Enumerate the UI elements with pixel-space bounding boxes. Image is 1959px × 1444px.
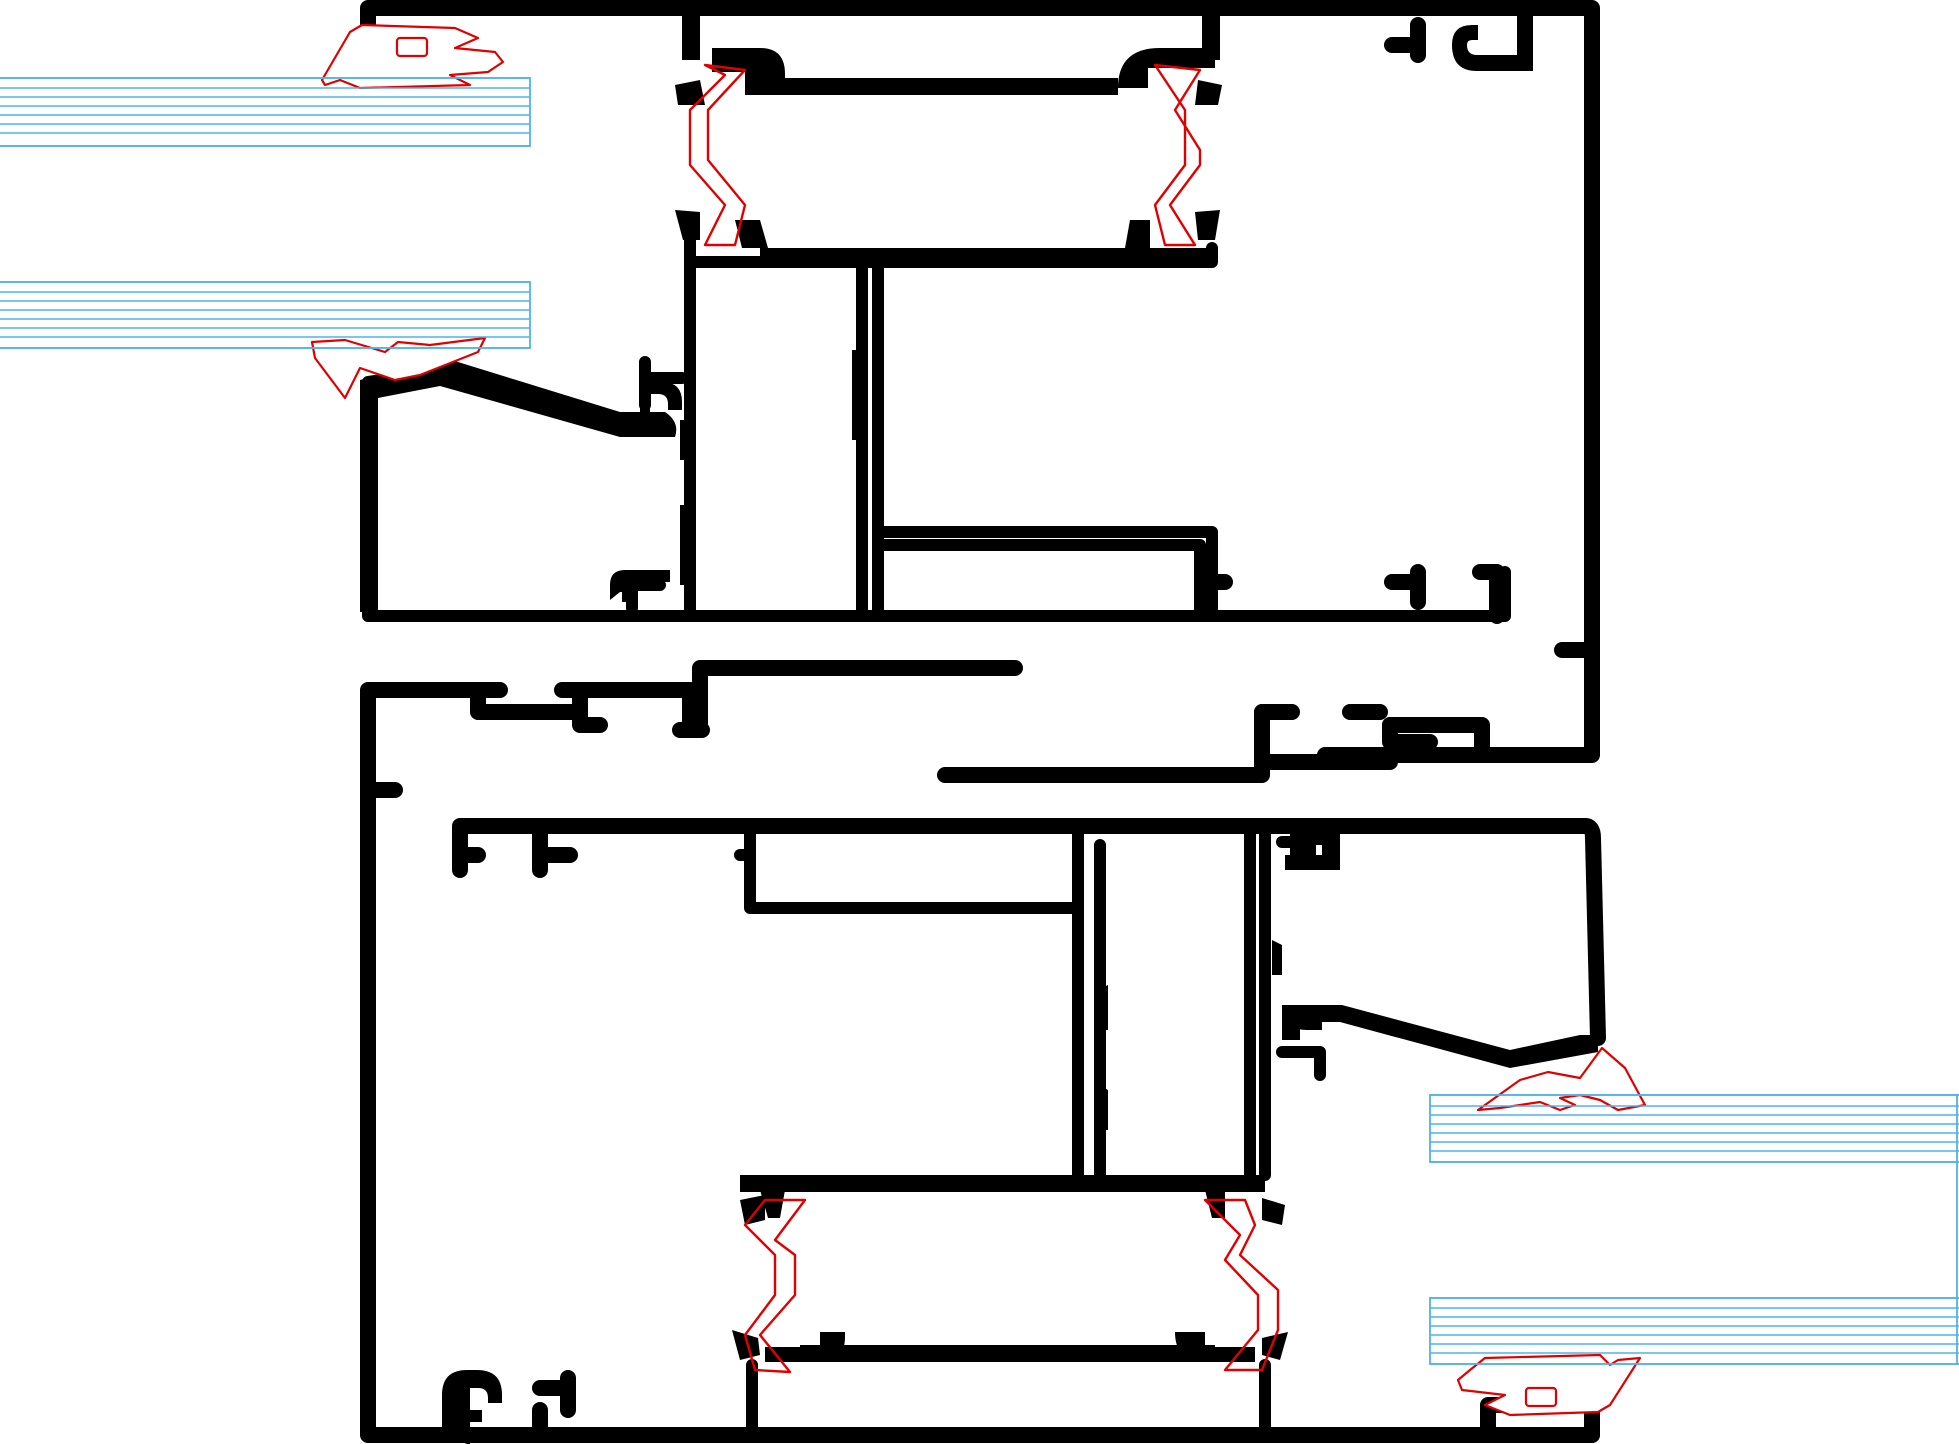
lower-chamber-bump-right	[1175, 1332, 1255, 1362]
upper-outer-frame	[360, 0, 1600, 763]
upper-sash-nose	[360, 358, 677, 612]
upper-glass-pane-outer	[0, 77, 531, 147]
upper-sash-bottom-hook	[626, 579, 666, 614]
upper-sash-bottom-clip	[610, 570, 670, 602]
upper-sash-notch-1	[852, 350, 862, 440]
upper-glass-unit	[0, 77, 531, 349]
lower-tooth-right-1	[1262, 1198, 1285, 1225]
upper-glass-pane-inner	[0, 281, 531, 349]
lower-sash-hook	[1282, 1005, 1322, 1030]
upper-chamber-bump-right	[1118, 48, 1215, 88]
middle-upper-bar	[692, 660, 1023, 738]
upper-sash-inner-chamber	[684, 242, 1218, 622]
lower-chamber-bottom	[800, 1345, 1215, 1362]
lower-top-inner-box	[734, 828, 1084, 914]
upper-sash-notch-2	[680, 420, 690, 460]
lower-glass-pane-outer	[1429, 1094, 1959, 1163]
lower-tooth-center-left	[760, 1190, 785, 1218]
upper-web-left-top	[682, 15, 700, 60]
lower-thermal-break-right	[1203, 1198, 1280, 1372]
lower-tooth-left-1	[740, 1195, 765, 1225]
upper-thermal-break-right	[1153, 63, 1202, 247]
lower-profile-assembly	[360, 782, 1606, 1444]
lower-bottom-left-clip	[532, 1370, 576, 1443]
lower-sash-top-rail	[452, 818, 1593, 878]
upper-top-right-clip	[1384, 17, 1426, 63]
lower-tooth-center-right	[1205, 1190, 1225, 1218]
lower-column-notch-1	[1098, 985, 1108, 1030]
lower-sash-top-left-clip	[452, 827, 578, 878]
lower-glass-unit	[1429, 1094, 1959, 1365]
upper-sash-hook-stem	[639, 356, 688, 411]
upper-corner-hook	[1452, 5, 1533, 71]
upper-web-right-top	[1202, 15, 1220, 60]
lower-chamber-bump-left	[765, 1332, 845, 1362]
upper-thermal-breaks	[688, 63, 1202, 247]
upper-sash-lower-cavity	[872, 539, 1206, 622]
lower-bottom-glazing-gasket	[1456, 1353, 1642, 1417]
lower-bottom-gasket-slot	[1524, 1386, 1558, 1408]
upper-gaskets	[310, 23, 505, 400]
upper-tooth-left-2	[675, 210, 700, 240]
lower-glass-pane-inner	[1429, 1297, 1959, 1365]
upper-thermal-break-left	[688, 63, 747, 247]
lower-top-right-hook	[1285, 830, 1340, 870]
upper-sash-inner-box	[872, 256, 1218, 622]
upper-tooth-center-right	[1125, 220, 1150, 248]
upper-bottom-glazing-gasket	[310, 336, 487, 400]
lower-chamber-top	[740, 1175, 1265, 1192]
middle-right-clip	[1342, 704, 1438, 750]
upper-sash-body	[362, 234, 1511, 622]
upper-bottom-right-clip-1	[1384, 564, 1426, 610]
lower-sash-nose	[1282, 1005, 1598, 1068]
upper-bottom-right-clip-2	[1472, 564, 1505, 624]
lower-bottom-left-hook	[442, 1370, 502, 1444]
lower-tooth-left-2	[732, 1330, 760, 1360]
lower-outer-frame	[360, 782, 1600, 1443]
upper-thermal-chamber-top	[745, 78, 1118, 95]
lower-column-notch-2	[1098, 1085, 1108, 1130]
middle-connector-profile	[360, 660, 1438, 798]
upper-tooth-center-left	[735, 220, 768, 248]
lower-sash-hook-stem	[1276, 836, 1326, 1081]
upper-profile-assembly	[360, 0, 1600, 770]
lower-bottom-web-left	[746, 1359, 1271, 1441]
upper-tooth-right-2	[1195, 210, 1220, 240]
middle-lower-bar	[937, 704, 1270, 783]
upper-sash-hook-c	[640, 368, 682, 414]
upper-tooth-left-1	[675, 80, 705, 105]
upper-top-gasket-slot	[395, 36, 429, 58]
upper-sash-notch-3	[680, 505, 690, 585]
lower-sash-right-face	[1577, 818, 1606, 1046]
upper-frame-bottom-leg	[1382, 717, 1490, 763]
lower-column-notch-3	[1272, 940, 1282, 975]
upper-tooth-right-1	[1195, 80, 1222, 105]
lower-gaskets	[1456, 1046, 1647, 1417]
middle-clip-1	[470, 682, 608, 733]
lower-thermal-break-left	[743, 1198, 807, 1374]
upper-chamber-bump-left	[712, 48, 785, 82]
lower-thermal-breaks	[743, 1198, 1280, 1374]
